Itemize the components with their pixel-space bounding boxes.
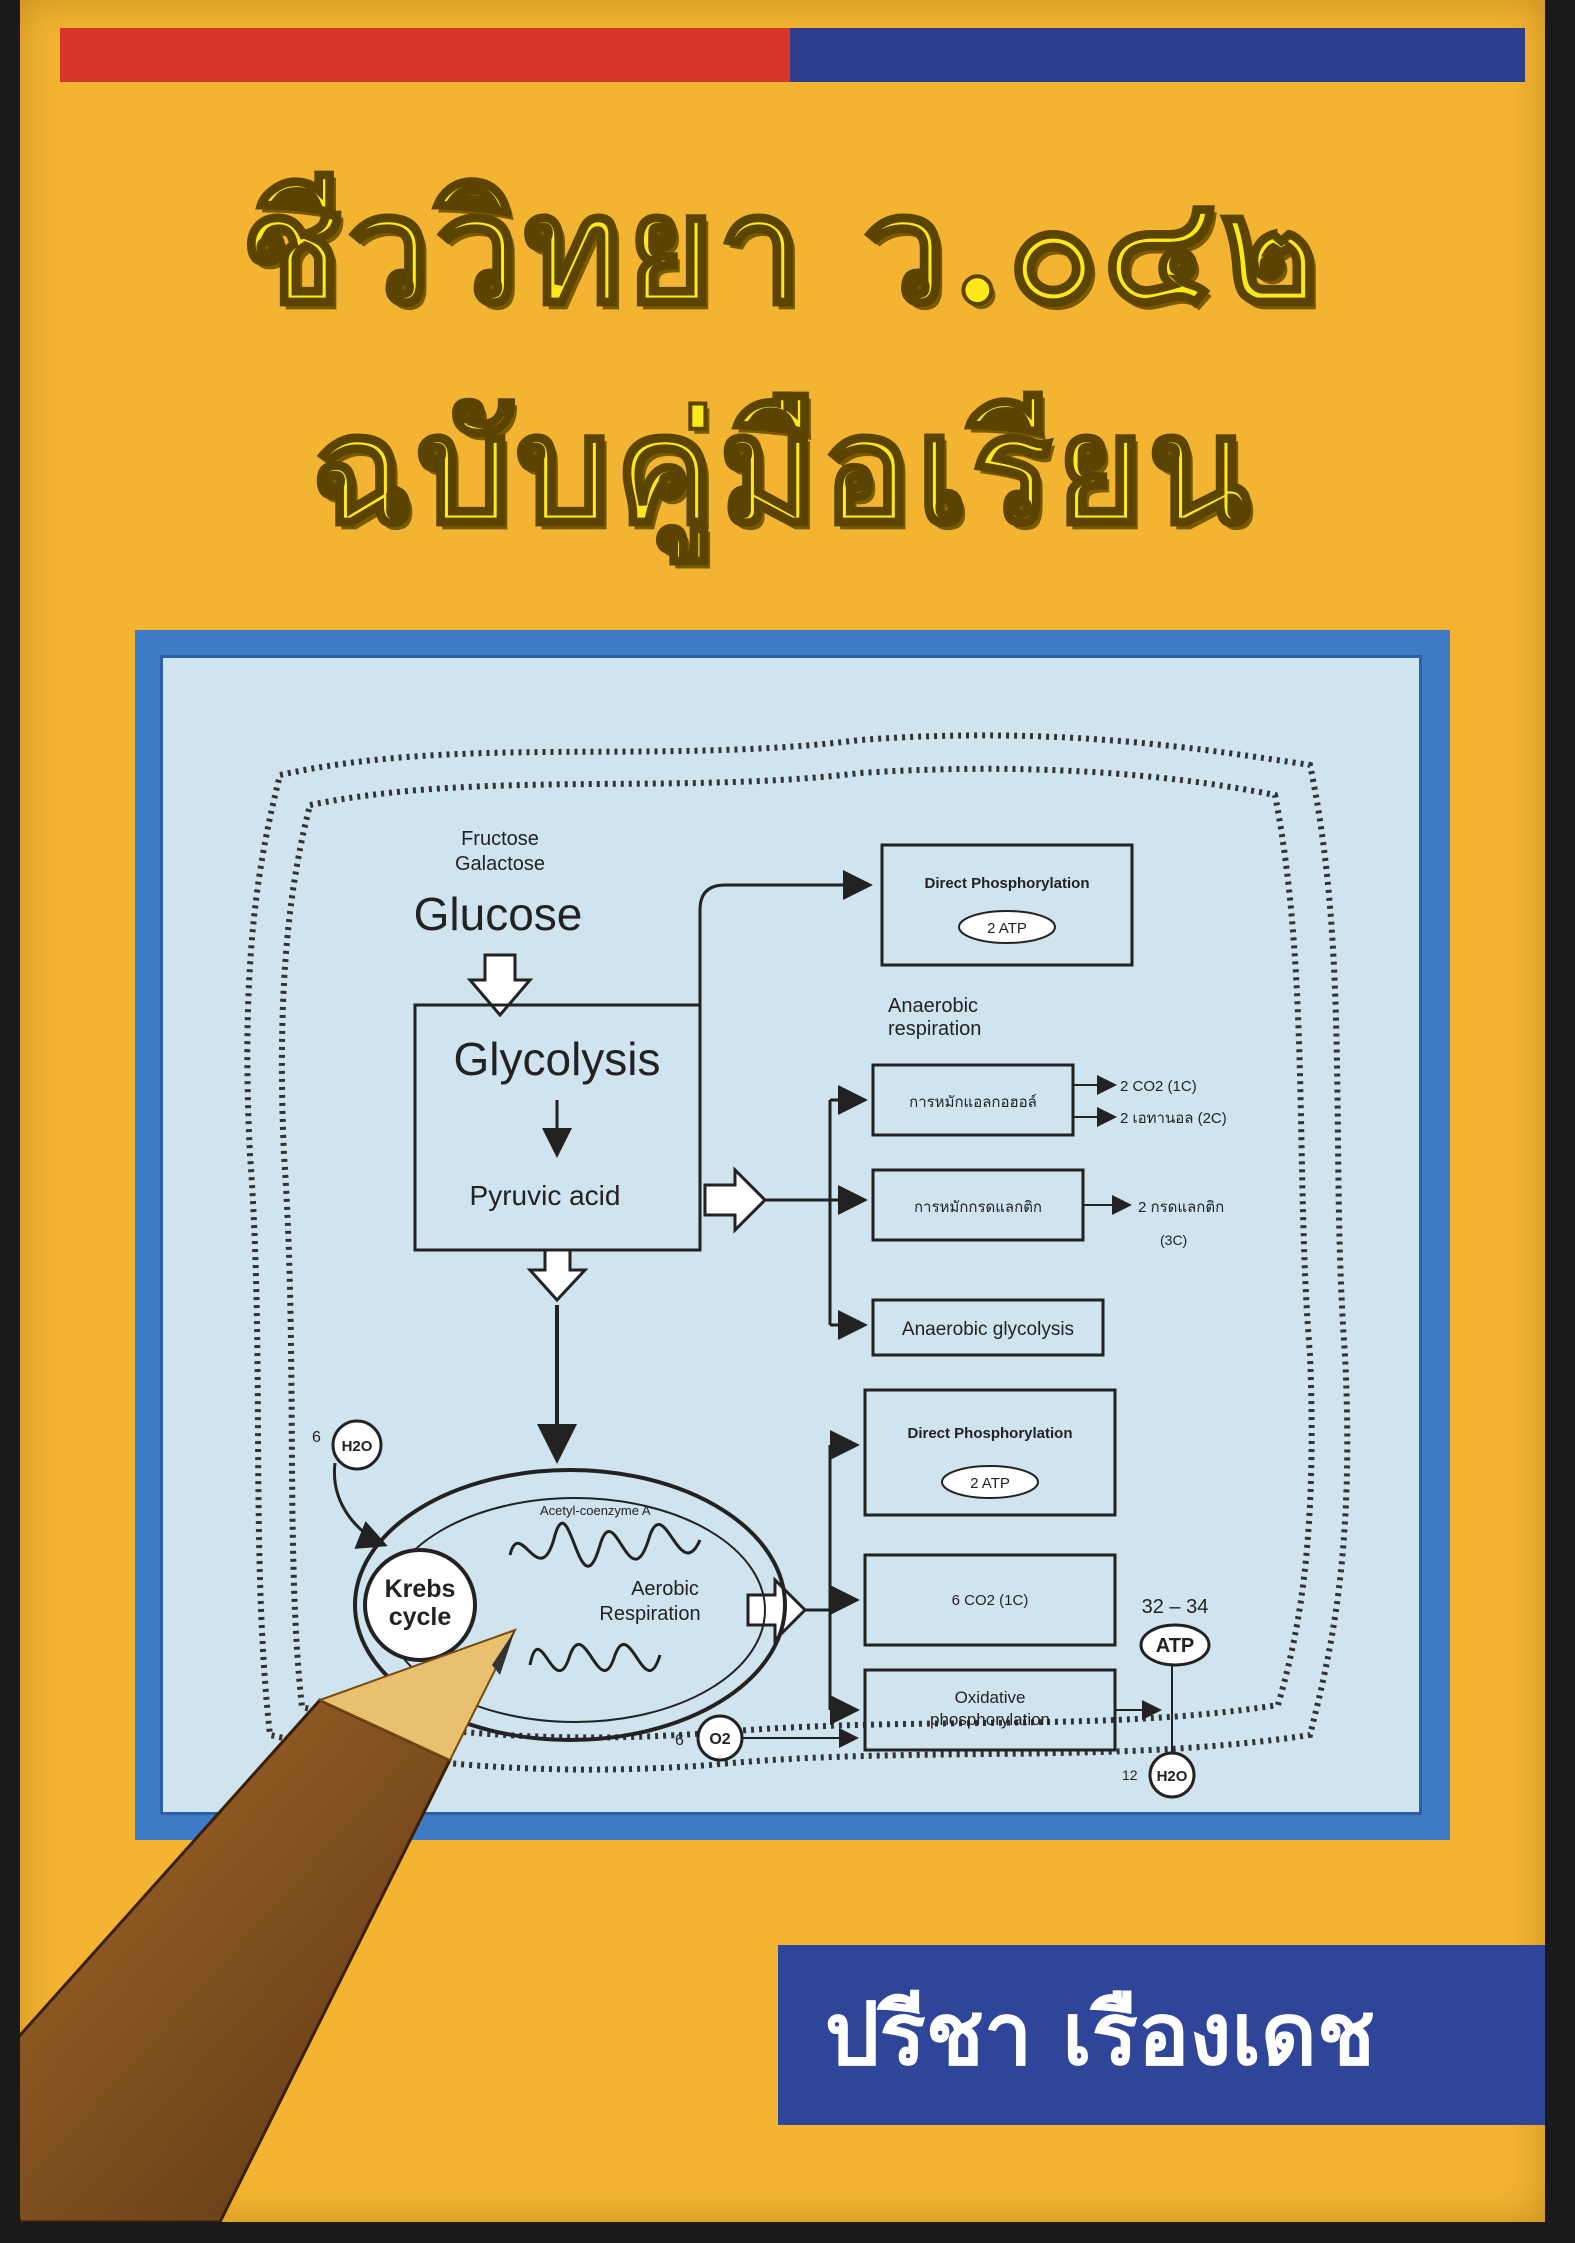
- oxidative-label-2: phosphorylation: [930, 1710, 1050, 1729]
- h2o-out-label: H2O: [1157, 1768, 1188, 1785]
- o2-count: 6: [675, 1732, 684, 1749]
- book-cover: ชีววิทยา ว.๐๔๒ ฉบับคู่มือเรียน Fructose …: [20, 0, 1545, 2222]
- pyruvic-label: Pyruvic acid: [470, 1180, 621, 1211]
- direct-phos-label-2: Direct Phosphorylation: [907, 1425, 1072, 1442]
- fructose-label: Fructose: [461, 828, 539, 850]
- atp-big-label: ATP: [1156, 1635, 1195, 1657]
- acetyl-label: Acetyl-coenzyme A: [540, 1503, 651, 1518]
- lactic-c-label: (3C): [1160, 1232, 1187, 1248]
- galactose-label: Galactose: [455, 853, 545, 875]
- lactic-label: 2 กรดแลกติก: [1138, 1199, 1224, 1216]
- hollow-arrow-2: [526, 1248, 589, 1303]
- anaerobic-label-1: Anaerobic: [888, 995, 978, 1017]
- top-stripe-red: [60, 28, 790, 82]
- connector-top: [698, 870, 873, 1215]
- atp-oval-2: [941, 1465, 1039, 1499]
- krebs-label-2: cycle: [389, 1603, 452, 1631]
- glycolysis-label: Glycolysis: [453, 1033, 660, 1085]
- atp-oval-1: [958, 910, 1056, 944]
- aerobic-label-2: Respiration: [599, 1603, 700, 1625]
- ferment-alcohol-box: [871, 1063, 1075, 1137]
- atp-label-1: 2 ATP: [987, 920, 1027, 937]
- h2o-in-count: 6: [312, 1429, 321, 1446]
- h2o-in-label: H2O: [342, 1438, 373, 1455]
- anaerobic-label-2: respiration: [888, 1018, 981, 1040]
- atp-label-2: 2 ATP: [970, 1475, 1010, 1492]
- co2-6-label: 6 CO2 (1C): [952, 1592, 1029, 1609]
- hollow-arrow-1: [466, 953, 534, 1018]
- hollow-arrow-4: [746, 1576, 808, 1644]
- o2-label: O2: [709, 1731, 730, 1748]
- cristae-2: [528, 1643, 662, 1673]
- h2o-in-circle: [331, 1419, 383, 1471]
- title-line-2: ฉบับคู่มือเรียน: [308, 382, 1255, 558]
- ferment-alcohol-label: การหมักแอลกอฮอล์: [909, 1094, 1037, 1111]
- h2o-out-circle: [1148, 1751, 1196, 1799]
- title-line-1: ชีววิทยา ว.๐๔๒: [240, 162, 1324, 338]
- ethanol-label: 2 เอทานอล (2C): [1120, 1110, 1227, 1127]
- direct-phos-box-1: [880, 843, 1134, 967]
- atp-range-label: 32 – 34: [1142, 1596, 1209, 1618]
- ferment-lactic-label: การหมักกรดแลกติก: [914, 1199, 1042, 1216]
- atp-big-oval: [1139, 1623, 1211, 1667]
- anaerobic-glycolysis-box: [871, 1298, 1105, 1357]
- glucose-label: Glucose: [414, 888, 583, 940]
- aerobic-label-1: Aerobic: [631, 1578, 699, 1600]
- top-stripe-blue: [790, 28, 1525, 82]
- co2-label-1: 2 CO2 (1C): [1120, 1078, 1197, 1095]
- direct-phos-label-1: Direct Phosphorylation: [924, 875, 1089, 892]
- h2o-out-count: 12: [1122, 1767, 1138, 1783]
- direct-phos-box-2: [863, 1388, 1117, 1517]
- author-name: ปรีชา เรืองเดช: [824, 1985, 1376, 2085]
- h2o-to-krebs: [332, 1462, 388, 1549]
- cellular-respiration-diagram: Fructose Galactose Glucose Glycolysis Py…: [244, 732, 1351, 1799]
- co2-6-box: [863, 1553, 1117, 1647]
- author-bar: [778, 1945, 1545, 2125]
- cell-membrane-outer: [244, 732, 1351, 1773]
- cristae: [508, 1521, 702, 1568]
- cell-membrane-inner: [278, 765, 1315, 1741]
- hollow-arrow-3: [703, 1166, 768, 1234]
- krebs-label-1: Krebs: [385, 1575, 456, 1603]
- oxidative-label-1: Oxidative: [955, 1688, 1026, 1707]
- anaerobic-glycolysis-label: Anaerobic glycolysis: [902, 1319, 1074, 1340]
- mitochondrion-outer: [353, 1468, 787, 1742]
